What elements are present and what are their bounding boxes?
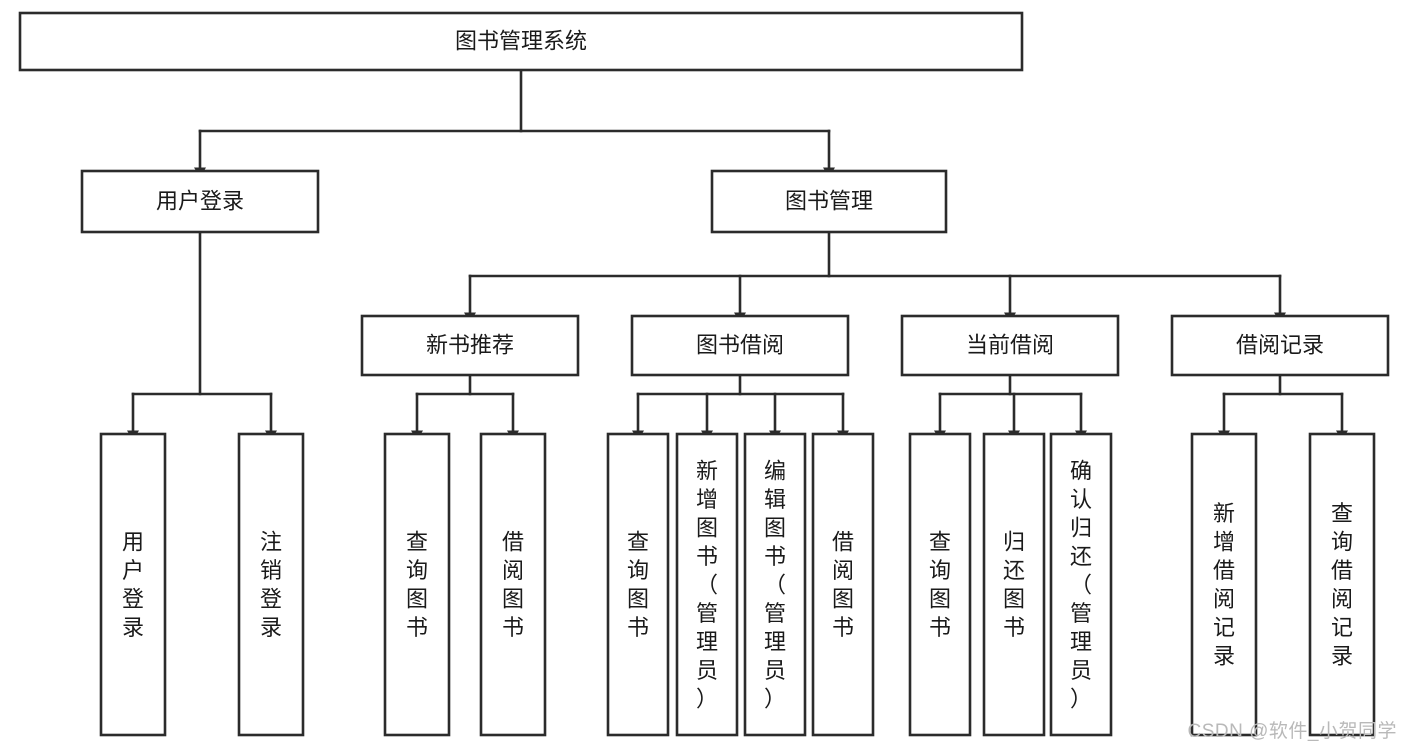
node-box[interactable]	[900, 314, 1120, 377]
edge-group-root	[194, 68, 835, 178]
edge-group-book-borrow	[632, 373, 849, 441]
node-leaf-confirm-return[interactable]: 确认归还（管理员）	[1049, 432, 1113, 737]
node-label: 查询图书	[406, 530, 428, 641]
node-label: 编辑图书（管理员）	[764, 458, 786, 711]
node-leaf-return-book[interactable]: 归还图书	[982, 432, 1046, 737]
node-box[interactable]	[908, 432, 972, 737]
node-leaf-logout[interactable]: 注销登录	[237, 432, 305, 737]
node-box[interactable]	[360, 314, 580, 377]
node-user-login[interactable]: 用户登录	[80, 169, 320, 234]
node-label: 确认归还（管理员）	[1070, 458, 1092, 711]
node-label: 查询图书	[929, 530, 951, 641]
node-label: 注销登录	[260, 530, 282, 641]
node-leaf-user-login[interactable]: 用户登录	[99, 432, 167, 737]
node-leaf-query-book-rec[interactable]: 查询图书	[383, 432, 451, 737]
node-book-manage[interactable]: 图书管理	[710, 169, 948, 234]
node-label: 借阅记录	[1236, 332, 1324, 357]
node-box[interactable]	[1170, 314, 1390, 377]
watermark-label: CSDN @软件_小贺同学	[1187, 721, 1397, 742]
node-box[interactable]	[237, 432, 305, 737]
node-new-book-rec[interactable]: 新书推荐	[360, 314, 580, 377]
node-box[interactable]	[811, 432, 875, 737]
node-label: 新书推荐	[426, 332, 514, 357]
node-leaf-edit-book[interactable]: 编辑图书（管理员）	[743, 432, 807, 737]
node-box[interactable]	[1308, 432, 1376, 737]
edges-layer	[127, 68, 1348, 441]
node-borrow-record[interactable]: 借阅记录	[1170, 314, 1390, 377]
edge-group-borrow-record	[1218, 373, 1348, 441]
node-label: 新增借阅记录	[1213, 501, 1235, 669]
node-box[interactable]	[630, 314, 850, 377]
node-box[interactable]	[743, 432, 807, 737]
edge-group-book-manage	[464, 230, 1286, 323]
node-label: 查询图书	[627, 530, 649, 641]
node-book-borrow[interactable]: 图书借阅	[630, 314, 850, 377]
nodes-layer: 图书管理系统用户登录图书管理新书推荐图书借阅当前借阅借阅记录用户登录注销登录查询…	[18, 11, 1390, 737]
node-label: 图书管理系统	[455, 28, 587, 53]
node-box[interactable]	[982, 432, 1046, 737]
node-box[interactable]	[18, 11, 1024, 72]
node-label: 图书管理	[785, 188, 873, 213]
node-label: 借阅图书	[502, 530, 524, 641]
node-box[interactable]	[1190, 432, 1258, 737]
node-box[interactable]	[710, 169, 948, 234]
node-box[interactable]	[80, 169, 320, 234]
node-box[interactable]	[675, 432, 739, 737]
node-label: 归还图书	[1003, 530, 1025, 641]
edge-group-user-login	[127, 230, 277, 441]
node-leaf-query-book-cur[interactable]: 查询图书	[908, 432, 972, 737]
node-label: 新增图书（管理员）	[696, 458, 718, 711]
node-label: 查询借阅记录	[1331, 501, 1353, 669]
node-label: 用户登录	[122, 530, 144, 641]
edge-group-current-borrow	[934, 373, 1087, 441]
node-leaf-borrow-book[interactable]: 借阅图书	[811, 432, 875, 737]
node-root[interactable]: 图书管理系统	[18, 11, 1024, 72]
node-leaf-borrow-book-rec[interactable]: 借阅图书	[479, 432, 547, 737]
node-box[interactable]	[99, 432, 167, 737]
node-box[interactable]	[383, 432, 451, 737]
node-box[interactable]	[479, 432, 547, 737]
node-label: 当前借阅	[966, 332, 1054, 357]
node-leaf-query-record[interactable]: 查询借阅记录	[1308, 432, 1376, 737]
node-label: 用户登录	[156, 188, 244, 213]
node-box[interactable]	[606, 432, 670, 737]
node-leaf-add-record[interactable]: 新增借阅记录	[1190, 432, 1258, 737]
node-current-borrow[interactable]: 当前借阅	[900, 314, 1120, 377]
node-label: 借阅图书	[832, 530, 854, 641]
node-leaf-query-book-borrow[interactable]: 查询图书	[606, 432, 670, 737]
node-box[interactable]	[1049, 432, 1113, 737]
node-leaf-add-book[interactable]: 新增图书（管理员）	[675, 432, 739, 737]
edge-group-new-book-rec	[411, 373, 519, 441]
node-label: 图书借阅	[696, 332, 784, 357]
